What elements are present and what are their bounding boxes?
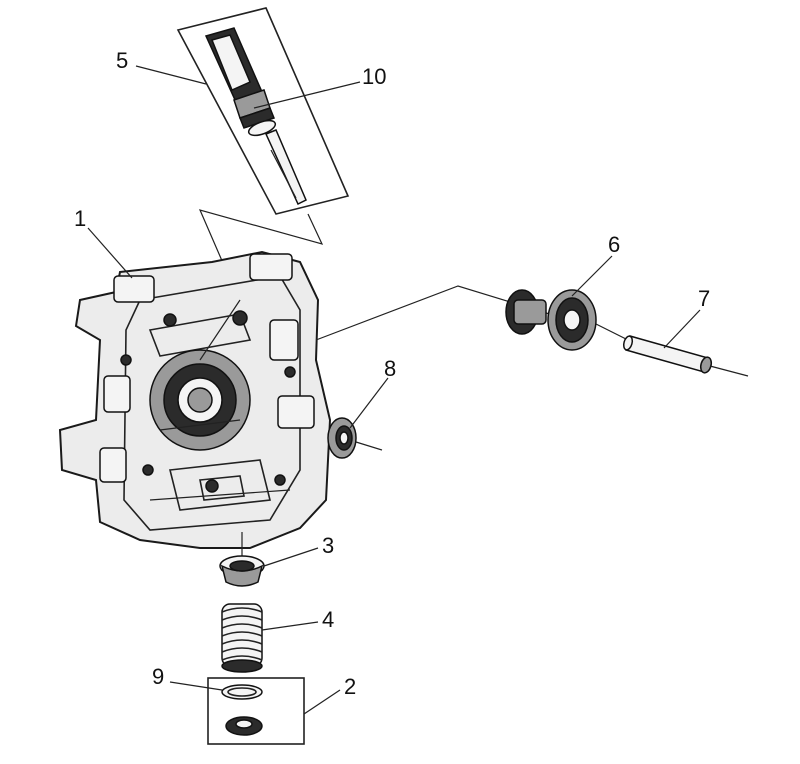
crankcase-cover xyxy=(58,250,332,549)
dipstick-o-ring xyxy=(247,119,277,137)
callout-4: 4 xyxy=(322,607,334,632)
dipstick-assembly xyxy=(176,7,350,215)
callout-5: 5 xyxy=(116,48,128,73)
dipstick-box xyxy=(176,7,350,215)
strainer-kit-box xyxy=(207,677,305,745)
callout-9: 9 xyxy=(152,664,164,689)
pin-axis xyxy=(709,365,749,377)
spring xyxy=(221,603,263,673)
callout-6: 6 xyxy=(608,232,620,257)
drain-cap xyxy=(219,555,265,587)
callout-2: 2 xyxy=(344,674,356,699)
dipstick-leader xyxy=(198,209,324,271)
callout-3: 3 xyxy=(322,533,334,558)
callout-8: 8 xyxy=(384,356,396,381)
pin xyxy=(622,335,713,374)
gear xyxy=(505,289,597,351)
callout-7: 7 xyxy=(698,286,710,311)
callout-1: 1 xyxy=(74,206,86,231)
oil-seal xyxy=(327,417,357,459)
dipstick-shaft xyxy=(264,129,307,206)
callout-10: 10 xyxy=(362,64,386,89)
